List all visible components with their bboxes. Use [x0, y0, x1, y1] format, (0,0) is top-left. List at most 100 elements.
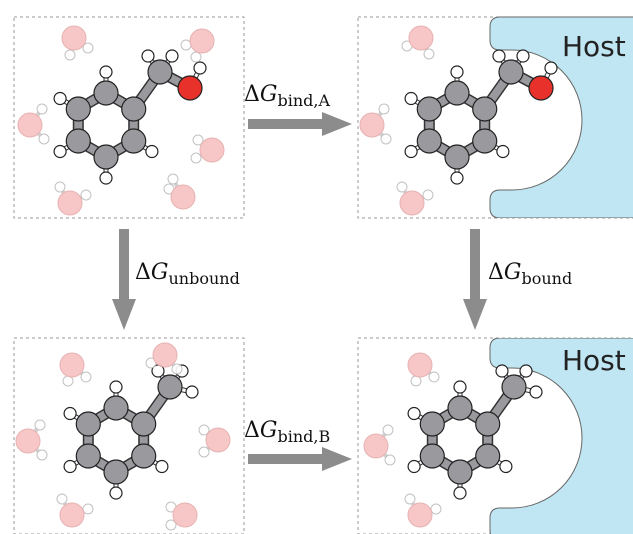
- hydrogen-atom: [404, 144, 418, 159]
- hydrogen-atom: [407, 406, 421, 421]
- water-molecule: [59, 352, 92, 387]
- benzyl-alcohol-unbound: [53, 49, 207, 185]
- hydrogen-atom: [56, 493, 68, 505]
- hydrogen-atom: [109, 486, 123, 500]
- hydrogen-atom: [63, 459, 77, 474]
- host-label-bottom: Host: [562, 344, 626, 377]
- host-label-top: Host: [562, 30, 626, 63]
- carbon-atom: [419, 411, 445, 437]
- carbon-atom: [121, 128, 147, 154]
- carbon-atom: [93, 80, 119, 106]
- hydrogen-atom: [384, 454, 396, 466]
- hydrogen-atom: [53, 91, 67, 106]
- water-oxygen-atom: [15, 428, 41, 454]
- hydrogen-atom: [145, 144, 159, 159]
- hydrogen-atom: [422, 189, 434, 201]
- hydrogen-atom: [155, 459, 169, 474]
- hydrogen-atom: [82, 42, 94, 54]
- water-molecule: [61, 25, 94, 61]
- arrow-bind-a: [248, 112, 352, 136]
- water-oxygen-atom: [61, 25, 87, 51]
- hydrogen-atom: [198, 424, 210, 436]
- water-oxygen-atom: [59, 352, 85, 378]
- hydrogen-atom: [141, 49, 155, 63]
- water-molecule: [165, 501, 198, 531]
- carbon-atom: [501, 374, 527, 400]
- water-molecule: [396, 181, 434, 216]
- carbon-atom: [447, 395, 473, 421]
- carbon-atom: [419, 443, 445, 469]
- hydrogen-atom: [495, 364, 509, 378]
- hydrogen-atom: [450, 65, 464, 79]
- carbon-atom: [75, 443, 101, 469]
- water-molecule: [15, 419, 48, 461]
- carbon-atom: [65, 96, 91, 122]
- water-oxygen-atom: [399, 190, 425, 216]
- hydrogen-atom: [404, 493, 416, 505]
- carbon-atom: [121, 96, 147, 122]
- hydrogen-atom: [62, 375, 74, 387]
- hydrogen-atom: [53, 144, 67, 159]
- water-oxygen-atom: [59, 502, 85, 528]
- panel-unbound-toluene: [13, 337, 245, 534]
- hydrogen-atom: [382, 424, 394, 436]
- hydrogen-atom: [167, 173, 179, 185]
- carbon-atom: [416, 128, 442, 154]
- carbon-atom: [65, 128, 91, 154]
- hydrogen-atom: [80, 189, 92, 201]
- label-dg-unbound: ΔGunbound: [135, 260, 240, 288]
- hydrogen-atom: [496, 144, 510, 159]
- water-oxygen-atom: [359, 112, 385, 138]
- hydrogen-atom: [516, 49, 530, 63]
- carbon-atom: [472, 128, 498, 154]
- water-molecule: [359, 103, 392, 145]
- water-oxygen-atom: [170, 184, 196, 210]
- hydrogen-atom: [453, 380, 467, 394]
- benzyl-alcohol-bound: [404, 49, 558, 185]
- carbon-atom: [498, 59, 524, 85]
- hydrogen-atom: [428, 371, 440, 383]
- hydrogen-atom: [36, 103, 48, 115]
- hydrogen-atom: [190, 51, 202, 63]
- hydrogen-atom: [410, 375, 422, 387]
- water-molecule: [54, 181, 92, 216]
- arrow-bound: [463, 229, 487, 330]
- host-shape-top: [489, 16, 633, 218]
- water-oxygen-atom: [363, 433, 389, 459]
- hydrogen-atom: [450, 171, 464, 185]
- hydrogen-atom: [82, 503, 94, 515]
- hydrogen-atom: [198, 446, 210, 458]
- water-molecule: [163, 173, 196, 210]
- hydrogen-atom: [38, 133, 50, 145]
- water-molecule: [190, 134, 225, 164]
- water-oxygen-atom: [408, 25, 434, 51]
- water-oxygen-atom: [407, 502, 433, 528]
- carbon-atom: [444, 144, 470, 170]
- water-molecule: [198, 424, 231, 458]
- toluene-bound: [407, 364, 543, 500]
- hydrogen-atom: [109, 380, 123, 394]
- hydrogen-atom: [185, 385, 199, 399]
- water-molecule: [363, 424, 396, 466]
- hydrogen-atom: [492, 49, 506, 63]
- water-oxygen-atom: [205, 427, 231, 453]
- label-dg-bound: ΔGbound: [488, 260, 573, 288]
- carbon-atom: [147, 59, 173, 85]
- hydrogen-atom: [180, 39, 192, 51]
- hydrogen-atom: [380, 133, 392, 145]
- hydrogen-atom: [192, 134, 204, 146]
- carbon-atom: [131, 411, 157, 437]
- hydrogen-atom: [54, 181, 66, 193]
- hydrogen-atom: [423, 48, 435, 60]
- label-dg-bind-a: ΔGbind,A: [244, 82, 331, 110]
- water-molecules: [15, 25, 442, 531]
- hydrogen-atom: [36, 449, 48, 461]
- water-molecule: [56, 493, 94, 528]
- hydrogen-atom: [171, 363, 183, 375]
- water-molecule: [407, 352, 440, 387]
- hydrogen-atom: [165, 49, 179, 63]
- carbon-atom: [416, 96, 442, 122]
- water-oxygen-atom: [172, 502, 198, 528]
- arrow-bind-b: [248, 447, 352, 471]
- water-molecule: [17, 103, 50, 145]
